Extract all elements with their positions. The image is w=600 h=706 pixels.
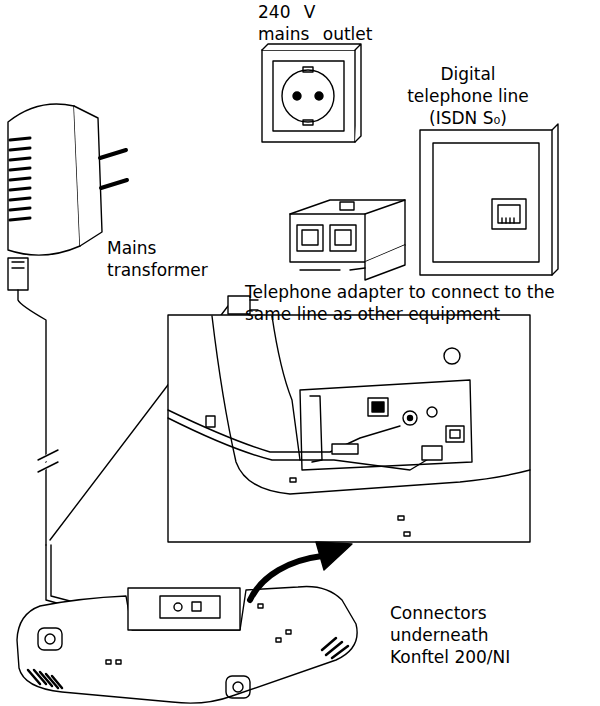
zoom-arrow (250, 542, 352, 600)
transformer-vents (10, 138, 30, 220)
adapter-edge (364, 214, 365, 262)
connector (192, 602, 201, 611)
inset-frame (168, 315, 530, 542)
cable-break (38, 450, 58, 472)
rj-jack (492, 199, 526, 229)
led (106, 660, 111, 664)
arrow-shaft (250, 556, 322, 600)
led (116, 660, 121, 664)
adapter-jack (297, 225, 323, 251)
rj-socket-inner (450, 430, 460, 438)
transformer-side (74, 106, 102, 246)
adapter-jack-inner (302, 230, 318, 245)
callout-label: Connectors underneath Konftel 200/NI (390, 603, 520, 668)
callout-label: Digital telephone line (ISDN S₀) (402, 64, 534, 129)
adapter-top (290, 200, 405, 214)
dc-socket-pin (408, 416, 413, 421)
rj-jack-inner (498, 205, 520, 223)
isdn-wall-socket (420, 124, 558, 275)
outlet-frame (273, 61, 344, 131)
power-plug (8, 258, 28, 290)
callout-label: Mains transformer (107, 238, 212, 282)
socket-plate (420, 124, 558, 275)
phone-button-key (45, 634, 55, 644)
earth-clip (303, 120, 313, 125)
rj-plug (422, 446, 442, 460)
recess-wall (272, 316, 300, 460)
telephone-adapter (290, 200, 405, 280)
dc-plug (332, 444, 358, 454)
adapter-base (300, 268, 365, 270)
outlet-hole (315, 92, 323, 100)
adapter-clip (340, 202, 354, 210)
socket-frame (433, 143, 539, 262)
recess-outline (212, 316, 530, 494)
connector-panel (300, 380, 472, 470)
aux-socket (427, 407, 437, 417)
adapter-jack (330, 225, 356, 251)
phone-button (226, 676, 250, 698)
connector-inset (168, 315, 530, 542)
connector-recess (128, 588, 240, 630)
led (398, 516, 404, 520)
conference-phone (17, 587, 357, 704)
speaker-grille (28, 670, 62, 688)
socket-edge (551, 130, 552, 275)
rj-socket (446, 426, 464, 442)
led (404, 532, 410, 536)
cable-clip (206, 416, 215, 427)
led (286, 630, 291, 634)
rj-socket-inner (372, 402, 384, 412)
rj-socket (368, 398, 388, 416)
plug-pins (100, 150, 127, 188)
callout-label: 240 V mains outlet (258, 2, 376, 46)
outlet-hole (293, 92, 301, 100)
inset-cable (168, 410, 400, 452)
callout-label: Telephone adapter to connect to the same… (245, 282, 590, 326)
dc-socket (403, 411, 417, 425)
outlet-socket (282, 70, 334, 122)
transformer-body (8, 104, 80, 255)
phone-button-key (233, 682, 243, 692)
phone-body (17, 587, 357, 704)
led (290, 478, 296, 482)
led (276, 638, 281, 642)
jack-pins (502, 218, 514, 223)
led (258, 604, 263, 608)
outlet-edge (262, 44, 361, 142)
phone-button (38, 628, 62, 650)
power-cable (18, 290, 46, 545)
adapter-jack-inner (335, 230, 351, 245)
speaker-grille (322, 638, 348, 658)
earth-clip (303, 67, 313, 72)
screw-hole (444, 348, 460, 364)
outlet-plate (262, 50, 355, 142)
adapter-foot (365, 245, 405, 280)
connector (174, 603, 182, 611)
mains-outlet (262, 44, 361, 142)
connector-panel (160, 596, 220, 618)
arrow-head (316, 542, 352, 570)
power-plug-detail (12, 262, 24, 268)
